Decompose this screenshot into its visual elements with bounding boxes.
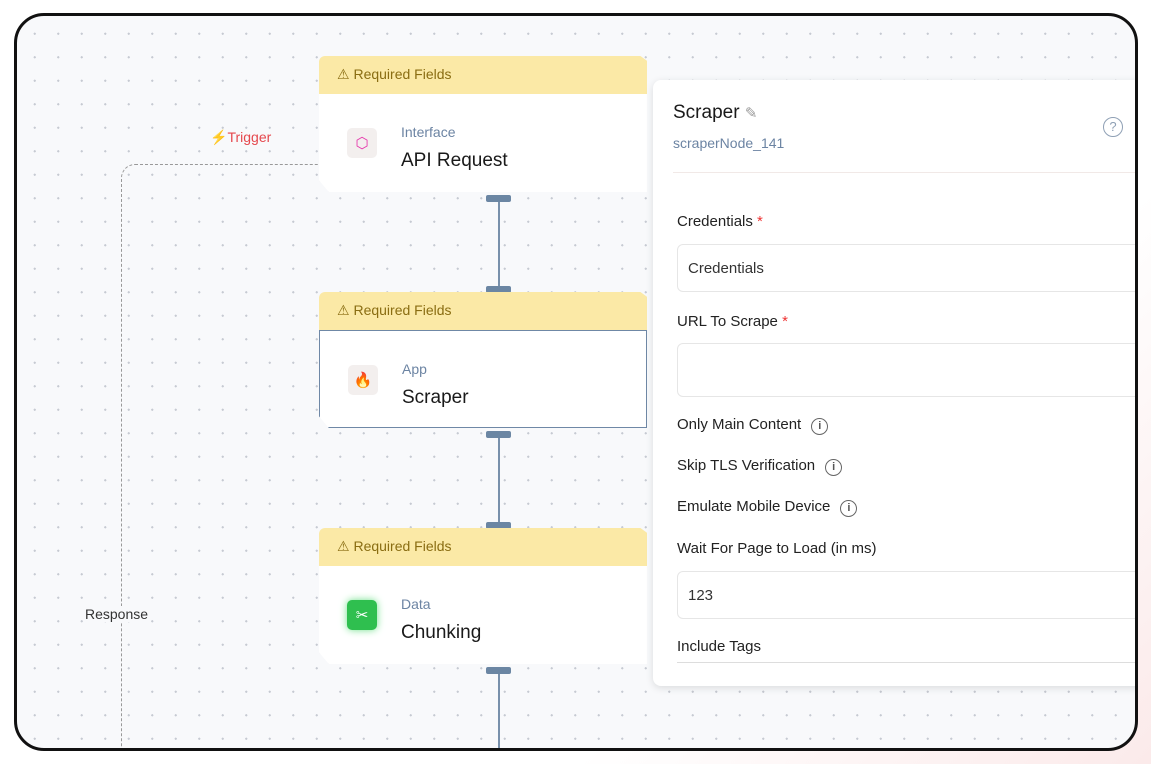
node-category: App [402,361,427,377]
node-title: API Request [401,150,508,171]
edit-pencil-icon[interactable]: ✎ [744,105,758,122]
node-id: scraperNode_141 [673,135,785,151]
wait-input[interactable]: 123 [677,571,1135,619]
warning-text: Required Fields [353,538,452,554]
include-tags-label: Include Tags [677,638,761,655]
node-settings-panel: Scraper ✎ scraperNode_141 ? Credentials … [653,80,1135,686]
only-main-content-option[interactable]: Only Main Content i [677,416,829,435]
emulate-mobile-option[interactable]: Emulate Mobile Device i [677,498,858,517]
label-text: Credentials [677,213,753,230]
node-title: Scraper [402,387,469,408]
label-text: URL To Scrape [677,313,778,330]
wait-label: Wait For Page to Load (in ms) [677,540,877,557]
credentials-select[interactable]: Credentials [677,244,1135,292]
output-port[interactable] [486,431,511,438]
url-input[interactable] [677,343,1135,397]
skip-tls-option[interactable]: Skip TLS Verification i [677,457,843,476]
flame-icon: 🔥 [348,365,378,395]
panel-title: Scraper [673,102,740,123]
info-icon[interactable]: i [811,418,829,435]
required-fields-banner: ⚠ Required Fields [319,292,647,332]
output-port[interactable] [486,195,511,202]
edge [498,670,500,748]
required-fields-banner: ⚠ Required Fields [319,56,647,96]
node-chunking[interactable]: ⚠ Required Fields ✂ Data Chunking [319,528,647,664]
response-edge [121,164,321,748]
warning-text: Required Fields [353,66,452,82]
response-label: Response [85,606,149,622]
label-text: Skip TLS Verification [677,457,816,474]
include-tags-input[interactable] [677,662,1135,663]
node-api-request[interactable]: ⚠ Required Fields ⬡ Interface API Reques… [319,56,647,192]
scissors-icon: ✂ [347,600,377,630]
node-title: Chunking [401,622,482,643]
label-text: Emulate Mobile Device [677,498,831,515]
trigger-label: ⚡Trigger [210,129,272,145]
graphql-icon: ⬡ [347,128,377,158]
input-port[interactable] [486,286,511,293]
help-icon[interactable]: ? [1103,117,1123,137]
info-icon[interactable]: i [840,500,858,517]
divider [673,172,1135,173]
edge [498,434,500,524]
node-category: Data [401,596,431,612]
node-category: Interface [401,124,456,140]
workflow-canvas[interactable]: ⚡Trigger Response ⚠ Required Fields ⬡ In… [14,13,1138,751]
warning-text: Required Fields [353,302,452,318]
trigger-text: Trigger [227,129,272,145]
edge [498,198,500,288]
info-icon[interactable]: i [825,459,843,476]
credentials-label: Credentials * [677,213,763,230]
node-scraper[interactable]: ⚠ Required Fields 🔥 App Scraper [319,292,647,428]
label-text: Only Main Content [677,416,802,433]
url-label: URL To Scrape * [677,313,788,330]
required-fields-banner: ⚠ Required Fields [319,528,647,568]
output-port[interactable] [486,667,511,674]
input-port[interactable] [486,522,511,529]
